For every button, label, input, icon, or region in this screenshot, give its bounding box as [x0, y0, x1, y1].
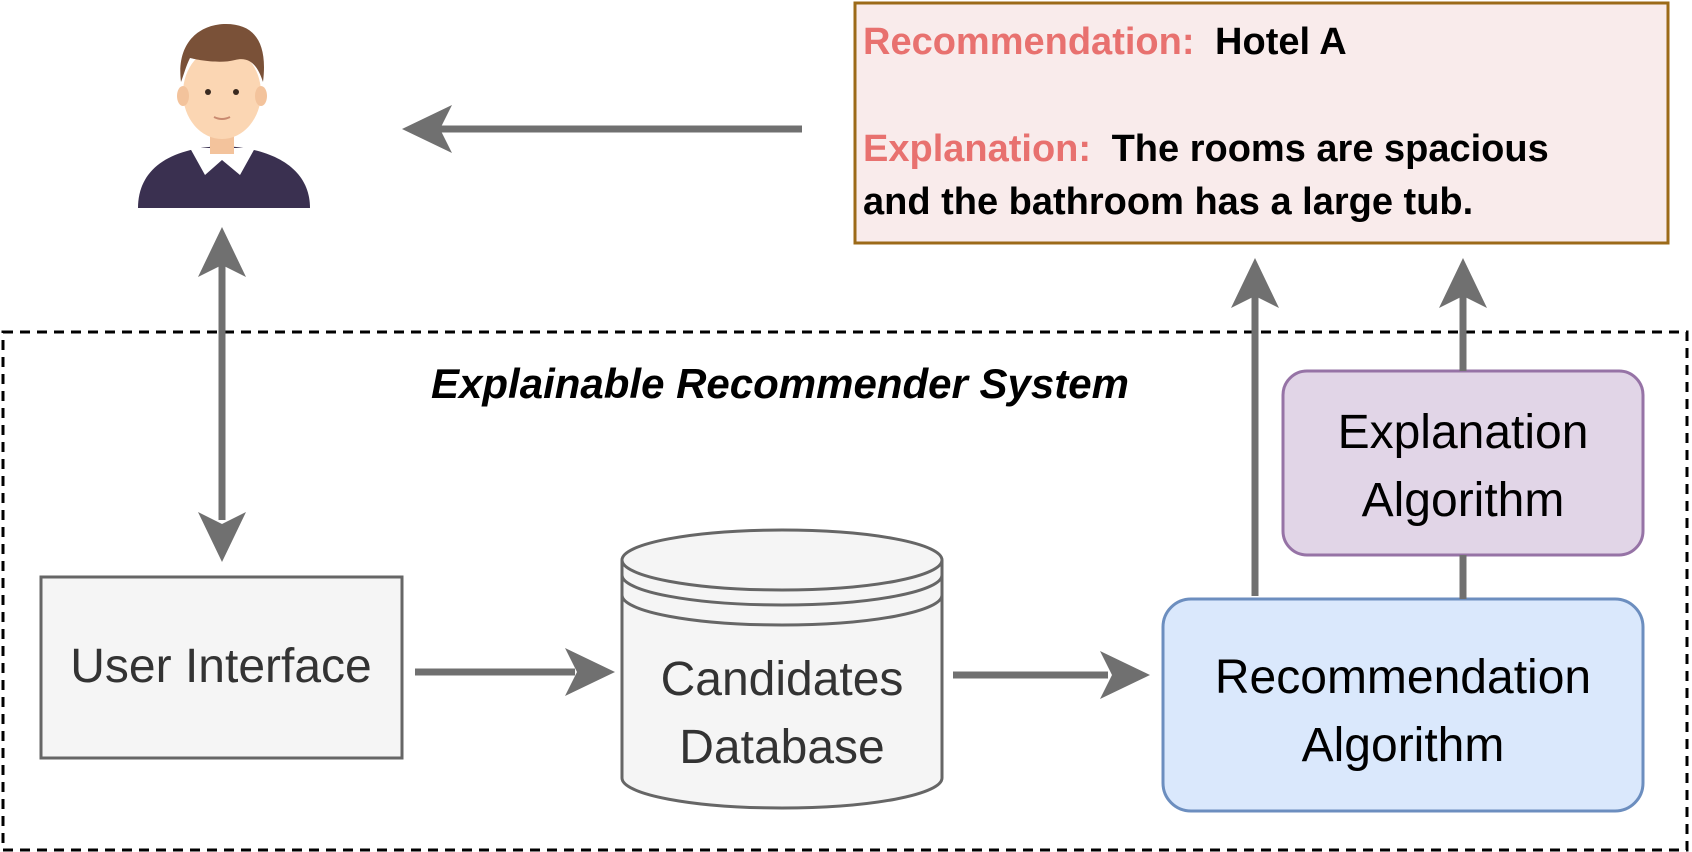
user-avatar-icon	[138, 24, 310, 208]
explanation-value-1: The rooms are spacious	[1112, 128, 1549, 170]
output-box	[853, 1, 1670, 245]
arrow-exp-to-output-head	[1439, 258, 1487, 308]
user-ear-left	[177, 86, 189, 106]
database-ring-2	[620, 594, 944, 627]
user-shirt	[138, 146, 310, 208]
system-boundary	[1, 330, 1689, 852]
arrow-user-ui-head-up	[198, 227, 246, 277]
explanation-algorithm-label-1: Explanation	[1338, 406, 1589, 459]
database-label-2: Database	[679, 721, 884, 774]
database-top	[620, 528, 944, 592]
user-eye-right	[233, 89, 239, 95]
arrow-rec-to-output-head	[1231, 258, 1279, 308]
user-hair	[180, 24, 264, 82]
arrow-db-to-rec-head	[1100, 651, 1150, 699]
output-explanation-line-1: Explanation: The rooms are spacious	[863, 128, 1549, 170]
user-collar	[190, 148, 255, 175]
explanation-algorithm-label-2: Algorithm	[1362, 474, 1565, 527]
system-title: Explainable Recommender System	[431, 360, 1129, 407]
explanation-value-2: and the bathroom has a large tub.	[863, 181, 1473, 223]
database-label-1: Candidates	[661, 653, 904, 706]
user-mouth	[213, 116, 231, 120]
arrow-ui-to-db-head	[565, 648, 615, 696]
recommendation-algorithm-label-2: Algorithm	[1302, 719, 1505, 772]
arrow-user-ui-head-down	[198, 512, 246, 562]
user-face	[183, 47, 261, 139]
user-interface-box	[39, 575, 404, 760]
user-interface-label: User Interface	[70, 640, 371, 693]
recommendation-value: Hotel A	[1215, 21, 1347, 63]
arrow-output-to-user-head	[402, 105, 452, 153]
explanation-algorithm-box	[1281, 369, 1645, 557]
explanation-label: Explanation:	[863, 128, 1091, 170]
database-ring-1	[620, 574, 944, 607]
candidates-database: Candidates Database	[620, 528, 944, 810]
user-ear-right	[255, 86, 267, 106]
recommendation-label: Recommendation:	[863, 21, 1194, 63]
recommendation-algorithm-label-1: Recommendation	[1215, 651, 1591, 704]
output-recommendation-line: Recommendation: Hotel A	[863, 21, 1347, 63]
recommendation-algorithm-box	[1161, 597, 1645, 813]
user-eye-left	[205, 89, 211, 95]
